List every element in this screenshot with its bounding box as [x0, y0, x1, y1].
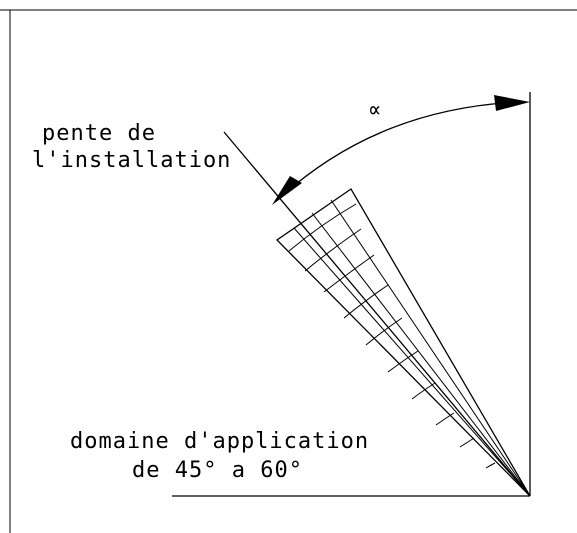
application-domain-fan [275, 188, 531, 497]
slope-leader-line [223, 131, 531, 497]
slope-label-line2: l'installation [32, 148, 231, 173]
alpha-symbol: ∝ [368, 98, 382, 123]
arc-arrowhead-right [494, 95, 530, 111]
range-label-line2: de 45° a 60° [132, 458, 303, 483]
arc-arrowhead-left [272, 176, 302, 205]
alpha-angle-arc [281, 101, 521, 197]
fan-grid-radials [293, 199, 531, 497]
slope-label-line1: pente de [42, 121, 156, 146]
fan-outline [275, 188, 531, 497]
range-label-line1: domaine d'application [70, 429, 369, 454]
